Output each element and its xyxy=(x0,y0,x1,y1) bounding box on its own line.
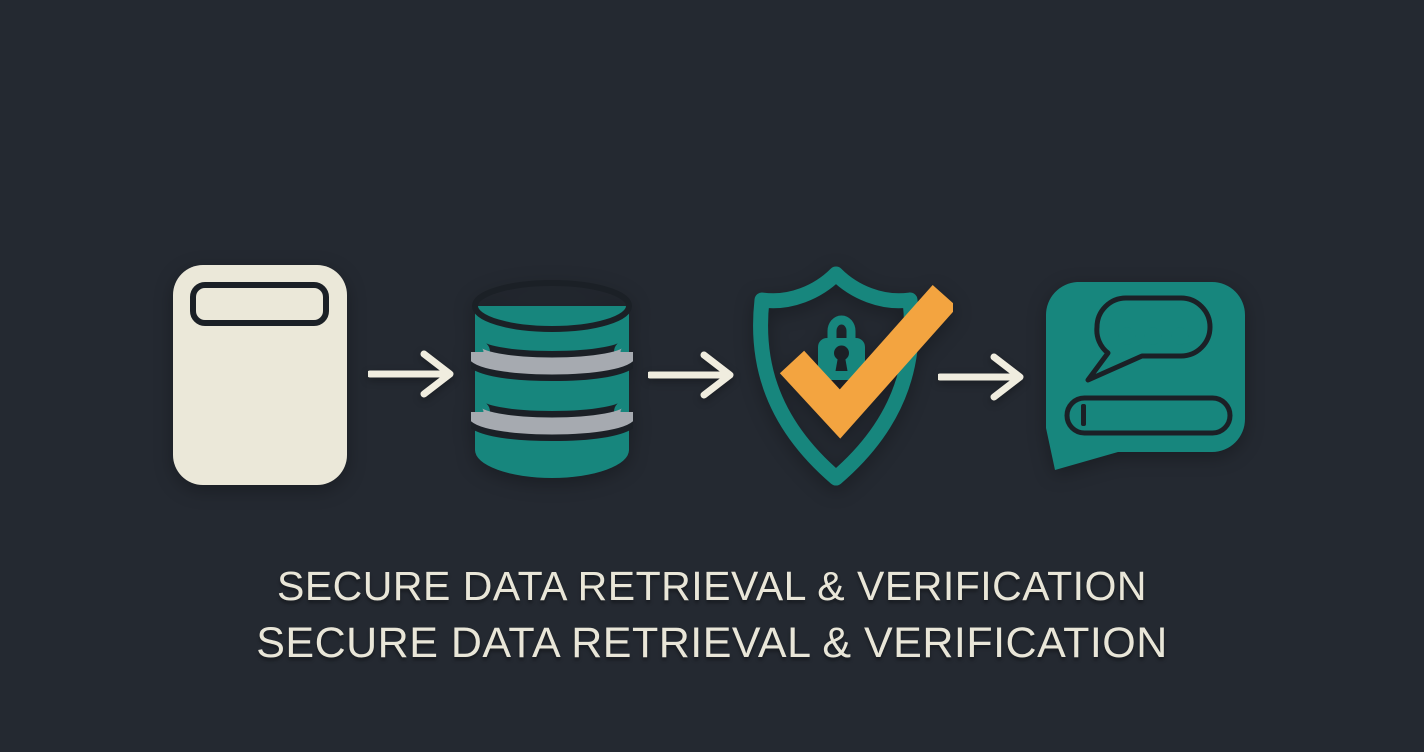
database-icon xyxy=(471,280,633,478)
document-header-bar xyxy=(190,282,329,326)
input-pill xyxy=(1064,395,1233,436)
lock-keyhole-stem xyxy=(835,357,848,371)
arrow-right-icon xyxy=(938,353,1024,401)
lock-keyhole xyxy=(834,345,849,361)
arrow-head xyxy=(420,350,454,398)
speech-bubble xyxy=(1085,295,1213,383)
typing-dot-3 xyxy=(1171,327,1189,345)
database-band-1 xyxy=(471,347,633,375)
arrow-right-icon xyxy=(368,350,454,398)
input-cursor xyxy=(1081,404,1086,426)
arrow-head xyxy=(700,351,734,399)
chat-body xyxy=(1046,282,1245,470)
database-top xyxy=(472,280,632,332)
typing-dot-1 xyxy=(1118,327,1136,345)
document-card-icon xyxy=(173,265,347,485)
shield-lock-checkmark-icon xyxy=(753,266,953,486)
chat-message-input-icon xyxy=(1046,282,1245,470)
typing-dot-2 xyxy=(1144,327,1162,345)
database-band-2 xyxy=(471,407,633,435)
document-card-body xyxy=(173,265,347,485)
checkmark-icon xyxy=(779,285,953,439)
caption-line-1: SECURE DATA RETRIEVAL & VERIFICATION xyxy=(276,563,1148,609)
lock-shackle xyxy=(827,315,856,342)
caption: SECURE DATA RETRIEVAL & VERIFICATION SEC… xyxy=(0,566,1424,665)
arrow-head xyxy=(990,353,1024,401)
caption-line-2: SECURE DATA RETRIEVAL & VERIFICATION xyxy=(256,619,1168,667)
arrow-right-icon xyxy=(648,351,734,399)
shield-outline xyxy=(753,266,919,486)
